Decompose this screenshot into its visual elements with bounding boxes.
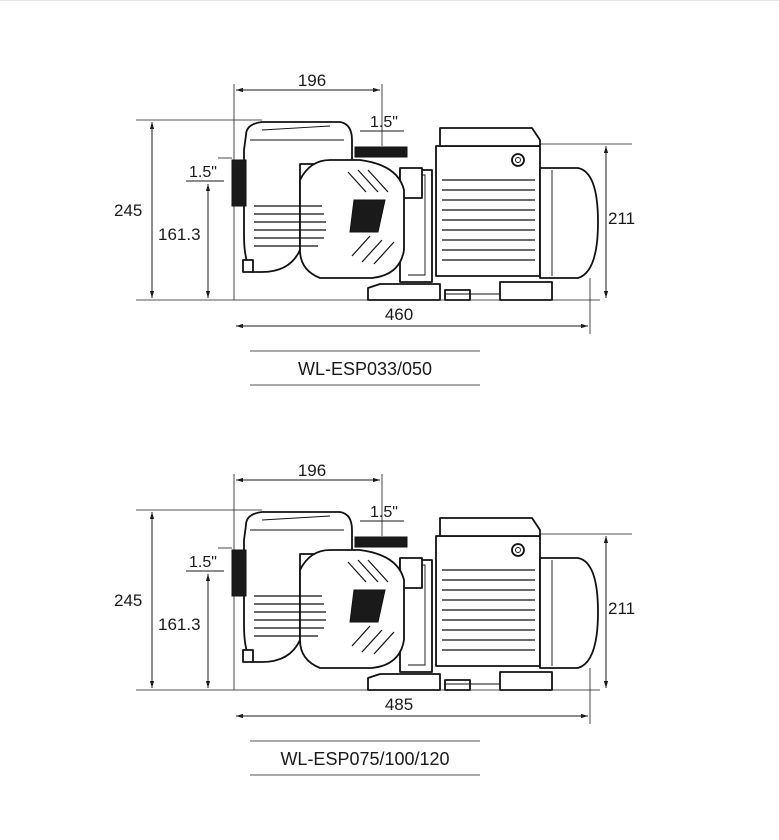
dim-label-top-width: 196 xyxy=(298,71,326,90)
dim-label-outlet: 1.5" xyxy=(370,504,398,521)
model-name: WL-ESP033/050 xyxy=(298,359,432,379)
dim-label-total-length: 485 xyxy=(385,695,413,714)
pump-drawing-2: 196 1.5" 1.5" 245 161.3 211 485 WL-ESP07… xyxy=(114,461,635,776)
dim-label-inlet-height: 161.3 xyxy=(158,225,201,244)
dim-label-top-width: 196 xyxy=(298,461,326,480)
dim-label-inlet-height: 161.3 xyxy=(158,615,201,634)
pump-illustration xyxy=(231,121,599,301)
model-name: WL-ESP075/100/120 xyxy=(280,749,449,769)
top-border xyxy=(0,0,779,1)
dim-label-outlet: 1.5" xyxy=(370,114,398,131)
dim-label-motor-height: 211 xyxy=(608,599,635,618)
dim-label-total-height: 245 xyxy=(114,201,142,220)
dim-label-total-height: 245 xyxy=(114,591,142,610)
dim-label-total-length: 460 xyxy=(385,305,413,324)
pump-illustration xyxy=(231,511,599,691)
dim-label-inlet: 1.5" xyxy=(189,164,217,181)
dim-label-inlet: 1.5" xyxy=(189,554,217,571)
pump-drawing-1: 196 1.5" 1.5" 245 161.3 211 460 WL-ESP03… xyxy=(114,71,635,386)
dim-label-motor-height: 211 xyxy=(608,209,635,228)
